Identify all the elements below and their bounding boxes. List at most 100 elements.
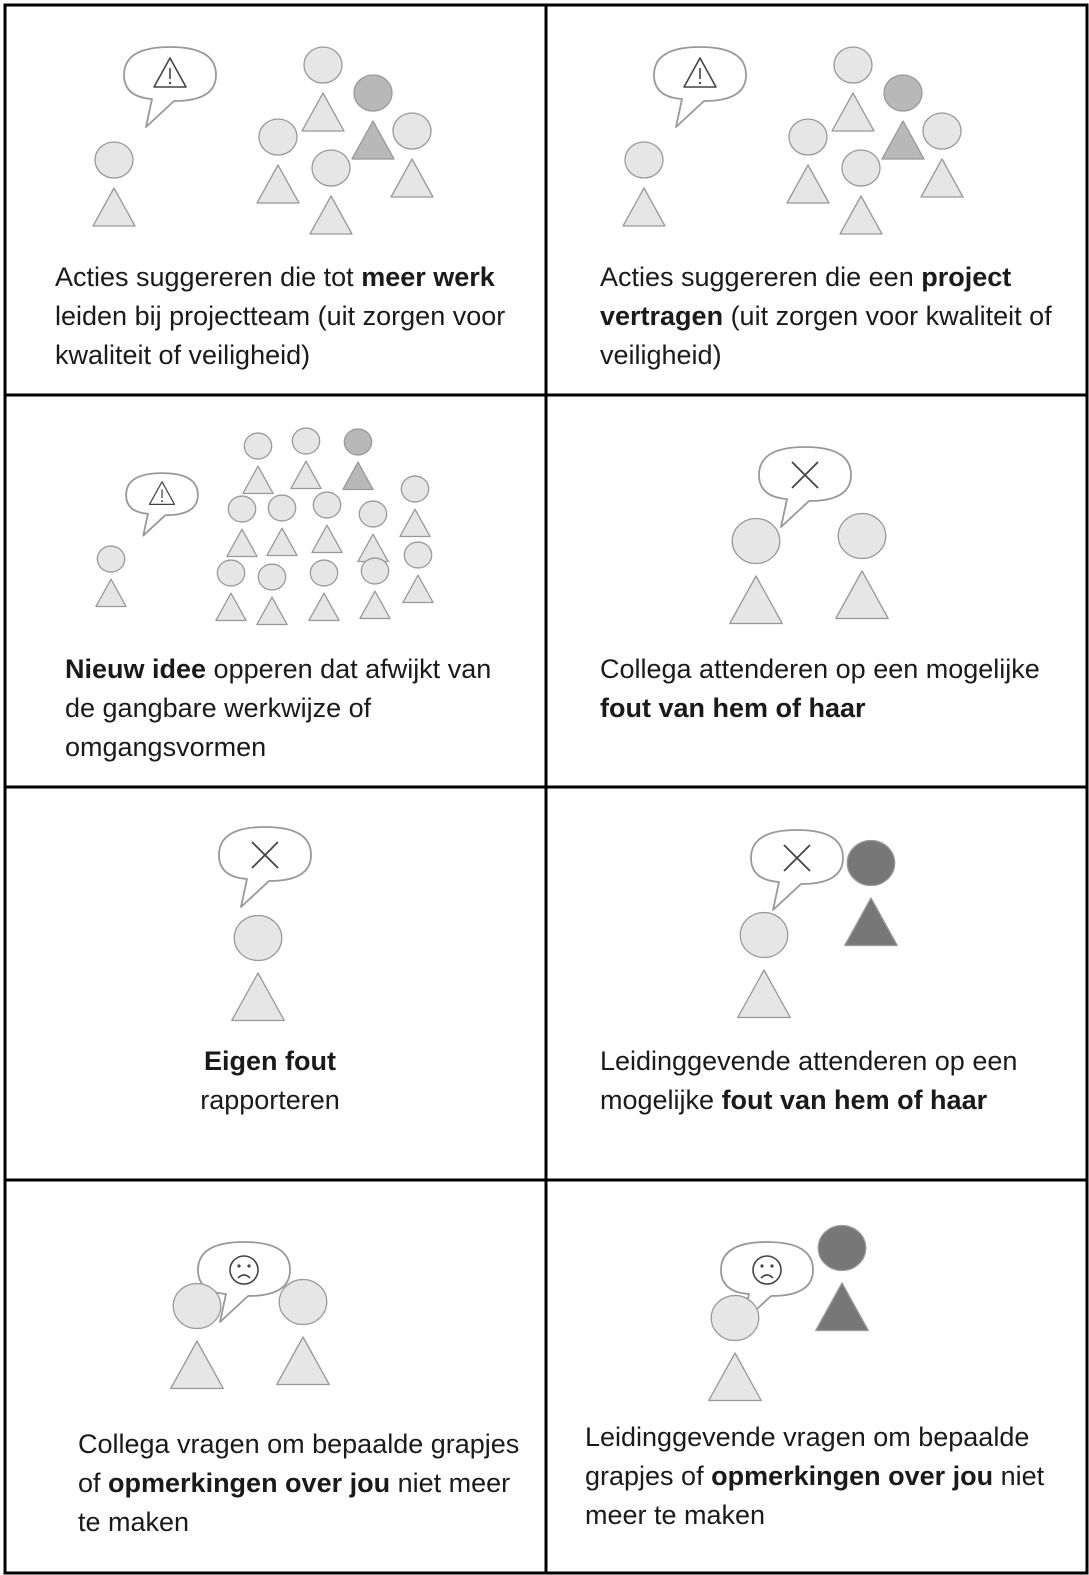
cell-colleague-jokes-caption: Collega vragen om bepaalde grapjes of op…	[78, 1425, 528, 1542]
person-figure	[311, 491, 343, 554]
speech-bubble	[123, 46, 217, 128]
caption-bold-text: fout van hem of haar	[721, 1085, 988, 1115]
person-body	[170, 1340, 224, 1390]
person-figure	[402, 541, 434, 604]
person-body	[815, 1282, 869, 1332]
person-figure	[95, 545, 127, 608]
person-head	[731, 517, 781, 565]
person-figure	[359, 557, 391, 620]
person-figure	[301, 46, 345, 132]
person-figure	[276, 1278, 330, 1386]
person-body	[215, 592, 247, 622]
person-figure	[242, 432, 274, 495]
speech-bubble	[758, 446, 852, 528]
person-head	[837, 512, 887, 560]
caption-text: leiden bij projectteam (uit zorgen voor …	[55, 301, 506, 370]
person-head	[817, 1224, 867, 1272]
person-body	[786, 164, 830, 204]
caption-bold-text: meer werk	[361, 262, 495, 292]
person-figure	[835, 512, 889, 620]
person-body	[839, 195, 883, 235]
person-figure	[170, 1282, 224, 1390]
person-body	[622, 187, 666, 227]
person-head	[257, 563, 287, 591]
speech-bubble	[197, 1241, 291, 1323]
person-body	[226, 528, 258, 558]
person-head	[403, 541, 433, 569]
caption-bold-text: Eigen fout	[204, 1046, 336, 1076]
person-body	[351, 120, 395, 160]
speech-bubble	[750, 829, 844, 911]
cell-new-idea-caption: Nieuw idee opperen dat afwijkt van de ga…	[65, 650, 525, 767]
person-figure	[622, 141, 666, 227]
caption-text: rapporteren	[200, 1085, 340, 1115]
caption-bold-text: Nieuw idee	[65, 654, 207, 684]
speech-bubble	[720, 1241, 814, 1323]
person-figure	[256, 563, 288, 626]
person-body	[95, 578, 127, 608]
person-head	[94, 141, 134, 179]
person-body	[308, 592, 340, 622]
person-body	[357, 533, 389, 563]
speech-bubble	[125, 472, 199, 537]
person-head	[258, 118, 298, 156]
person-figure	[815, 1224, 869, 1332]
person-head	[291, 427, 321, 455]
person-figure	[290, 427, 322, 490]
caption-text: Acties suggereren die een	[600, 262, 922, 292]
person-head	[216, 559, 246, 587]
cell-more-work-caption: Acties suggereren die tot meer werk leid…	[55, 258, 525, 375]
person-figure	[92, 141, 136, 227]
person-head	[267, 494, 297, 522]
person-head	[227, 495, 257, 523]
person-body	[881, 120, 925, 160]
person-head	[312, 491, 342, 519]
person-body	[835, 570, 889, 620]
person-body	[708, 1352, 762, 1402]
person-body	[276, 1336, 330, 1386]
person-figure	[839, 149, 883, 235]
caption-bold-text: project vertragen	[600, 262, 1012, 331]
cell-manager-error-caption: Leidinggevende attenderen op een mogelij…	[600, 1042, 1070, 1120]
person-head	[922, 112, 962, 150]
person-body	[309, 195, 353, 235]
person-head	[400, 475, 430, 503]
caption-text: Leidinggevende vragen om bepaalde grapje…	[585, 1422, 1030, 1491]
person-body	[342, 461, 374, 491]
person-body	[256, 596, 288, 626]
person-body	[402, 574, 434, 604]
person-head	[883, 74, 923, 112]
person-figure	[881, 74, 925, 160]
person-head	[303, 46, 343, 84]
person-head	[353, 74, 393, 112]
caption-bold-text: opmerkingen over jou	[711, 1461, 994, 1491]
person-head	[833, 46, 873, 84]
person-head	[233, 914, 283, 962]
person-head	[96, 545, 126, 573]
person-body	[729, 575, 783, 625]
person-body	[311, 524, 343, 554]
person-body	[737, 969, 791, 1019]
person-figure	[342, 428, 374, 491]
person-head	[739, 911, 789, 959]
cell-colleague-error-caption: Collega attenderen op een mogelijke fout…	[600, 650, 1070, 728]
caption-text: Collega vragen om bepaalde grapjes of	[78, 1429, 520, 1498]
person-head	[311, 149, 351, 187]
caption-text: niet meer te maken	[78, 1468, 511, 1537]
person-figure	[309, 149, 353, 235]
grid-lines	[3, 3, 1089, 1575]
person-head	[846, 839, 896, 887]
caption-text: Leidinggevende attenderen op een mogelij…	[600, 1046, 1018, 1115]
person-figure	[231, 914, 285, 1022]
person-body	[290, 460, 322, 490]
person-body	[242, 465, 274, 495]
caption-text: opperen dat afwijkt van de gangbare werk…	[65, 654, 492, 762]
person-figure	[390, 112, 434, 198]
cell-delay-project-caption: Acties suggereren die een project vertra…	[600, 258, 1070, 375]
person-figure	[786, 118, 830, 204]
speech-bubble	[653, 46, 747, 128]
person-figure	[399, 475, 431, 538]
person-figure	[215, 559, 247, 622]
person-head	[343, 428, 373, 456]
